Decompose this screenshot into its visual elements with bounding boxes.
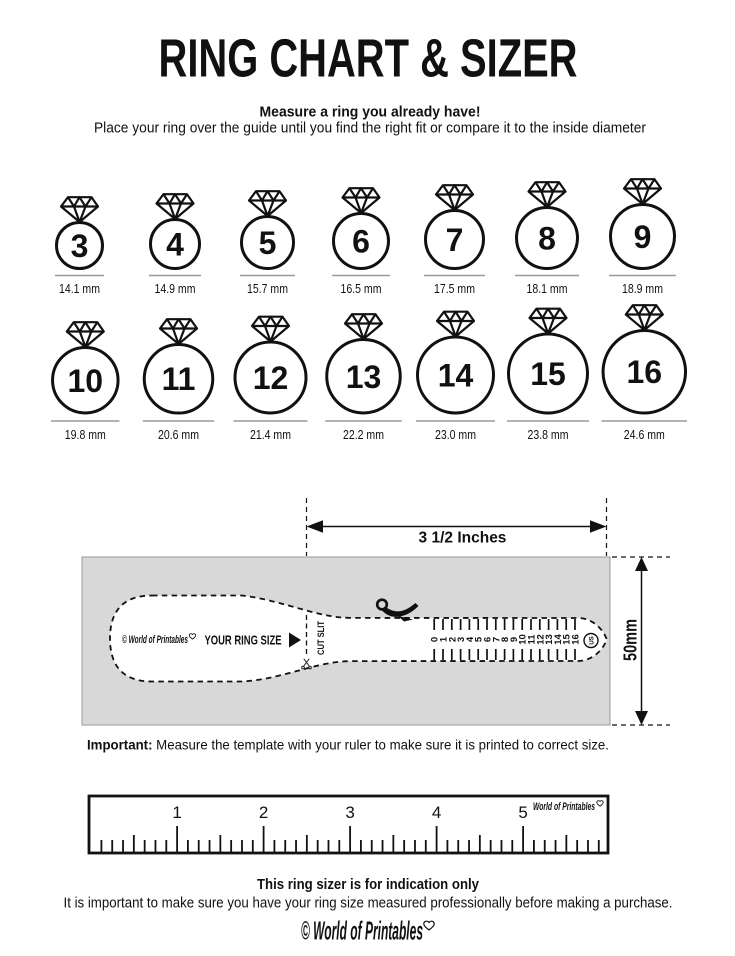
svg-text:7: 7 (446, 222, 464, 258)
svg-text:CUT SLIT: CUT SLIT (316, 621, 326, 655)
svg-text:6: 6 (352, 224, 370, 260)
svg-text:18.1 mm: 18.1 mm (527, 282, 568, 296)
svg-text:2: 2 (259, 803, 268, 822)
svg-text:13: 13 (346, 359, 382, 395)
svg-text:18.9 mm: 18.9 mm (622, 282, 663, 296)
svg-text:3 1/2 Inches: 3 1/2 Inches (419, 529, 507, 546)
svg-text:5: 5 (518, 803, 527, 822)
svg-text:6: 6 (483, 637, 494, 642)
svg-text:14.1 mm: 14.1 mm (59, 282, 100, 296)
svg-text:4: 4 (432, 803, 441, 822)
svg-text:24.6 mm: 24.6 mm (624, 428, 665, 442)
svg-text:15: 15 (530, 356, 566, 392)
svg-text:US: US (589, 636, 596, 645)
svg-text:23.0 mm: 23.0 mm (435, 428, 476, 442)
svg-text:20.6 mm: 20.6 mm (158, 428, 199, 442)
svg-text:13: 13 (544, 634, 555, 645)
svg-text:8: 8 (538, 221, 556, 257)
svg-text:Place your ring over the guide: Place your ring over the guide until you… (94, 120, 646, 137)
svg-text:12: 12 (535, 634, 546, 645)
svg-text:11: 11 (527, 634, 538, 645)
svg-text:12: 12 (253, 360, 289, 396)
svg-text:World of Printables: World of Printables (533, 801, 595, 813)
svg-text:14: 14 (438, 358, 474, 394)
svg-text:21.4 mm: 21.4 mm (250, 428, 291, 442)
svg-text:19.8 mm: 19.8 mm (65, 428, 106, 442)
svg-text:14.9 mm: 14.9 mm (155, 282, 196, 296)
svg-text:14: 14 (553, 634, 564, 645)
svg-text:23.8 mm: 23.8 mm (528, 428, 569, 442)
svg-text:It is important to make sure y: It is important to make sure you have yo… (64, 895, 673, 911)
svg-text:7: 7 (491, 637, 502, 642)
svg-text:50mm: 50mm (621, 619, 641, 661)
svg-text:16: 16 (571, 634, 582, 645)
svg-text:4: 4 (166, 227, 184, 263)
svg-text:2: 2 (447, 637, 458, 642)
svg-text:15: 15 (562, 634, 573, 645)
svg-text:10: 10 (68, 363, 104, 399)
svg-text:9: 9 (509, 637, 520, 642)
svg-text:This ring sizer is for indicat: This ring sizer is for indication only (257, 877, 479, 893)
svg-text:© World of Printables: © World of Printables (301, 916, 423, 946)
svg-text:22.2 mm: 22.2 mm (343, 428, 384, 442)
svg-text:0: 0 (430, 637, 441, 642)
svg-text:1: 1 (439, 636, 450, 642)
svg-text:YOUR RING SIZE: YOUR RING SIZE (205, 633, 282, 648)
svg-text:16.5 mm: 16.5 mm (341, 282, 382, 296)
svg-text:11: 11 (162, 361, 196, 397)
svg-text:RING CHART & SIZER: RING CHART & SIZER (159, 29, 578, 88)
svg-text:5: 5 (474, 636, 485, 642)
svg-text:1: 1 (172, 803, 181, 822)
svg-text:Measure a ring you already hav: Measure a ring you already have! (260, 103, 481, 120)
svg-text:16: 16 (627, 354, 663, 390)
svg-text:Important: Measure the templat: Important: Measure the template with you… (87, 737, 609, 753)
svg-text:5: 5 (259, 225, 277, 261)
svg-text:9: 9 (634, 219, 652, 255)
svg-text:3: 3 (456, 637, 467, 642)
svg-text:4: 4 (465, 636, 476, 642)
svg-text:3: 3 (345, 803, 354, 822)
svg-text:10: 10 (518, 634, 529, 645)
svg-text:15.7 mm: 15.7 mm (247, 282, 288, 296)
svg-text:© World of Printables: © World of Printables (122, 634, 188, 646)
svg-text:8: 8 (500, 637, 511, 642)
svg-text:3: 3 (71, 228, 89, 264)
svg-text:17.5 mm: 17.5 mm (434, 282, 475, 296)
